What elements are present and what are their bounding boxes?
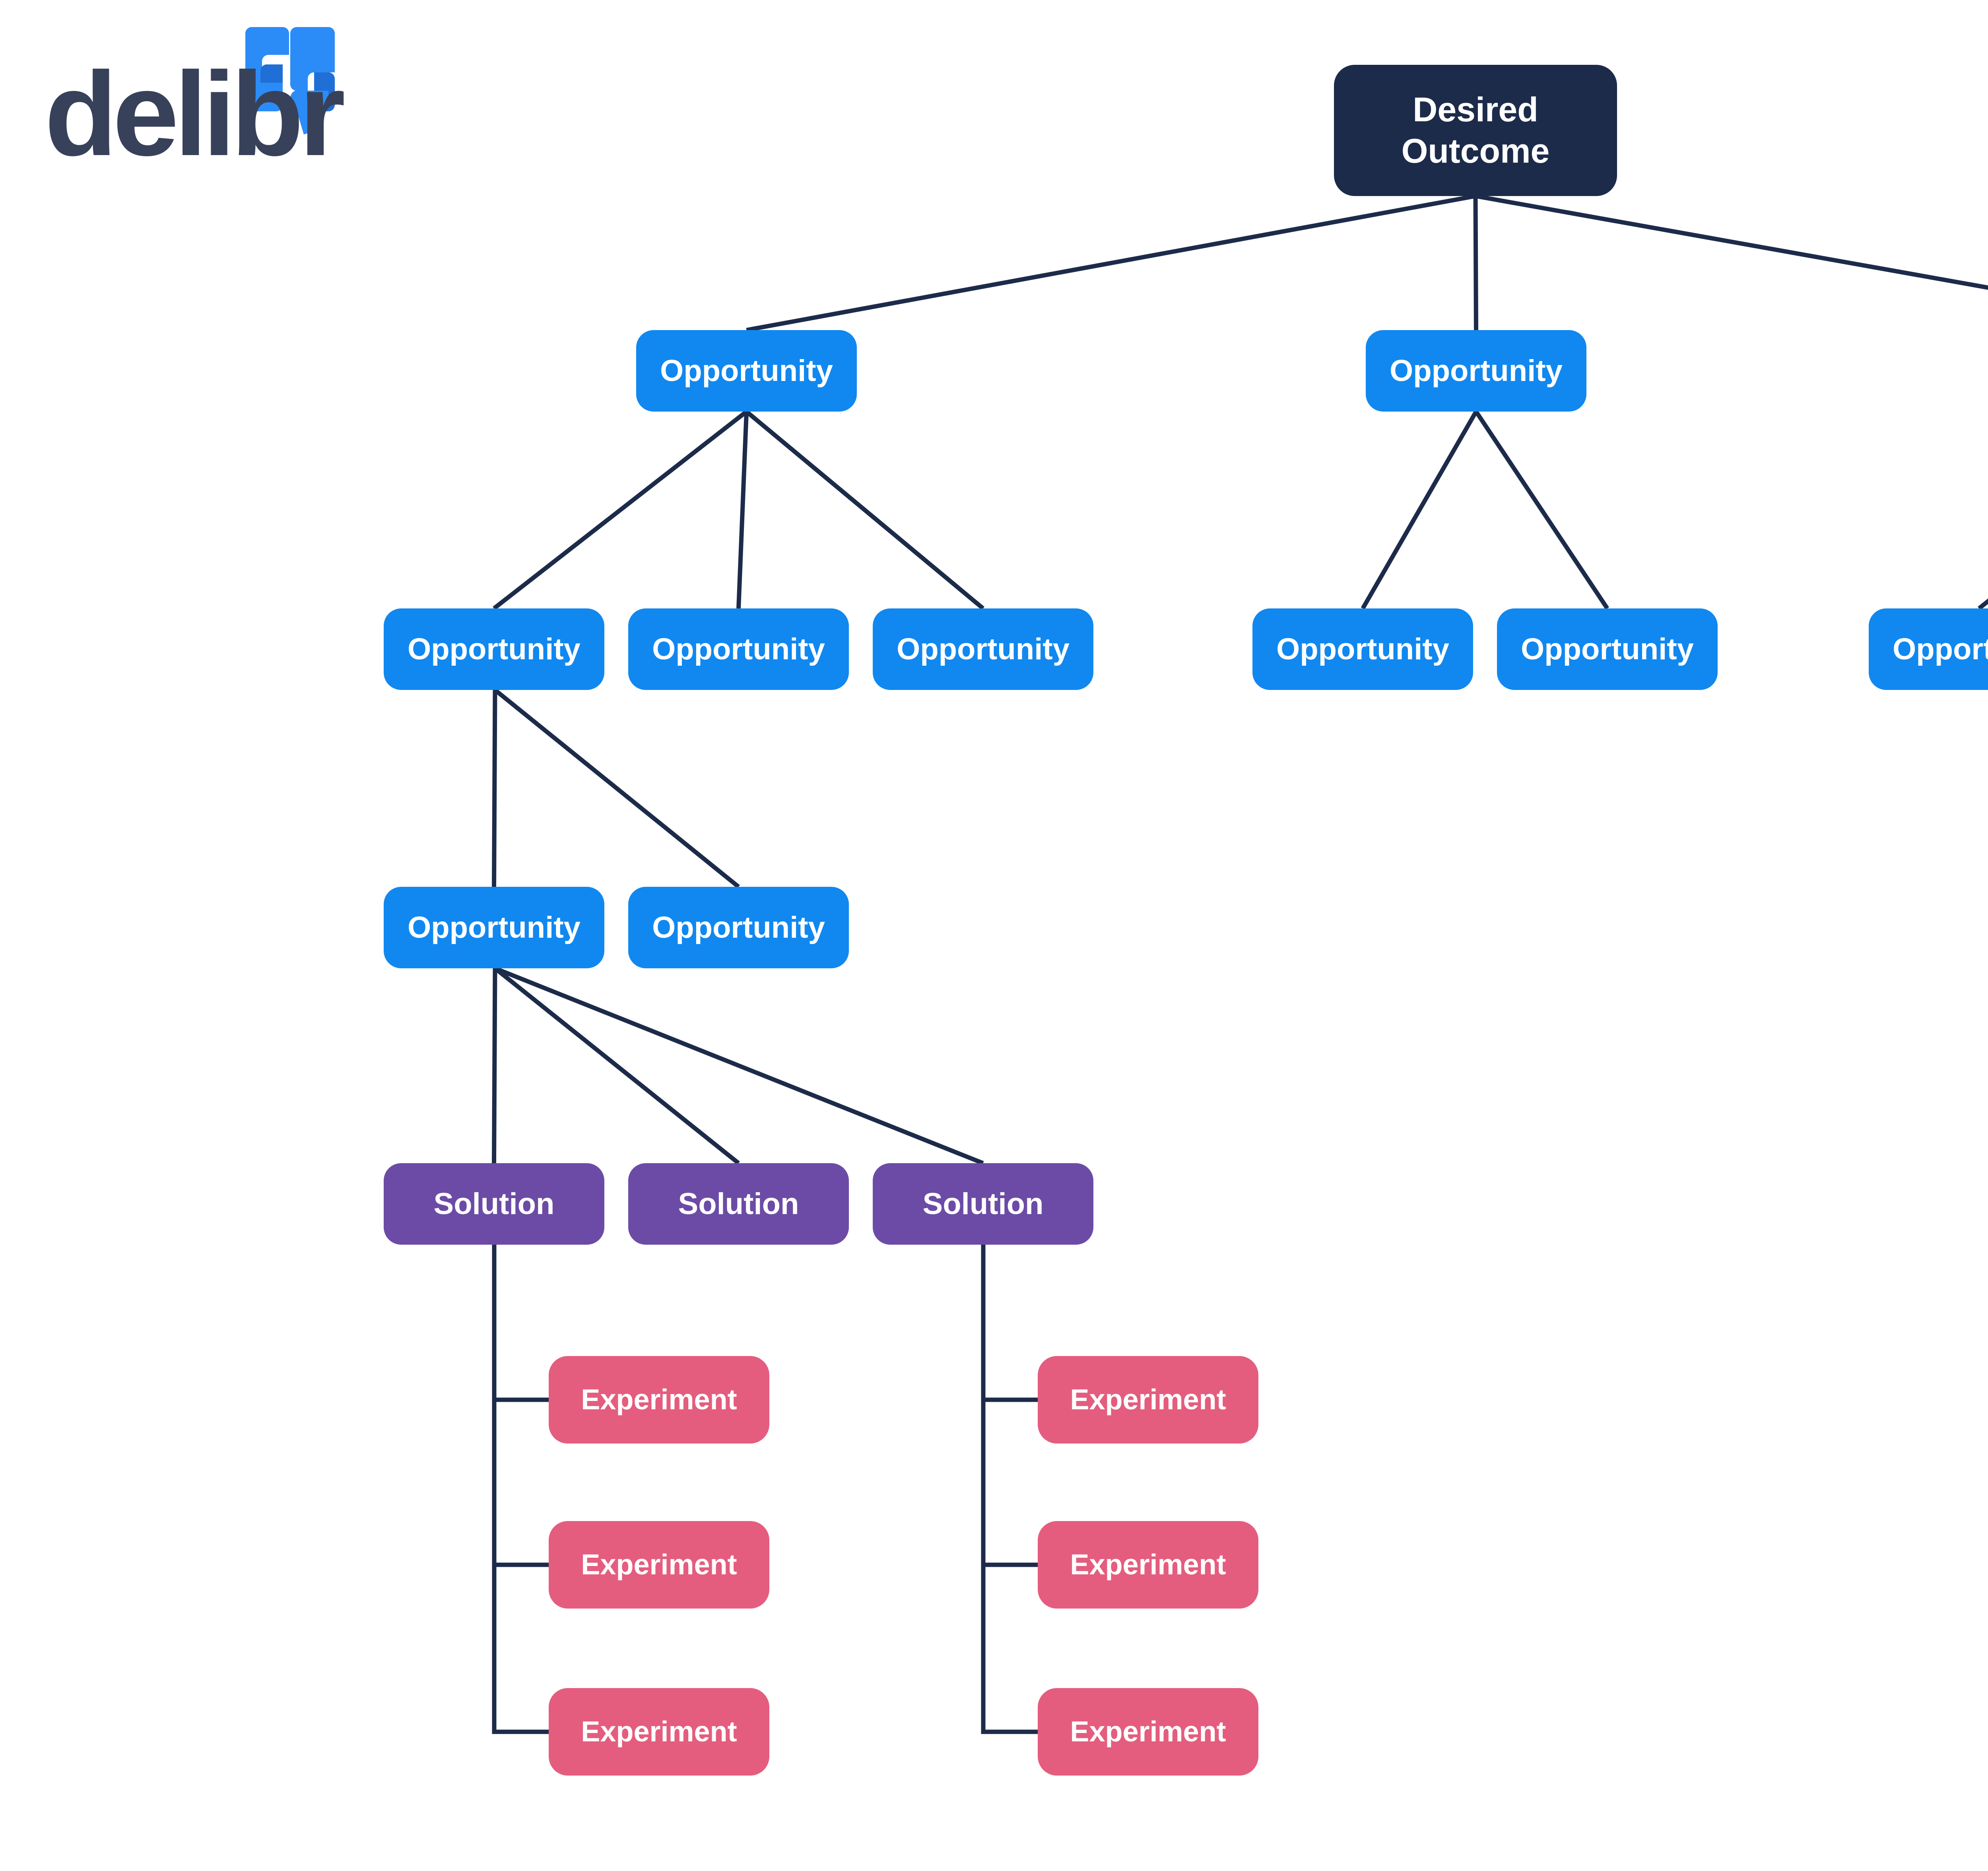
tree-node-experiment[interactable]: Experiment: [549, 1356, 769, 1444]
tree-edge: [493, 410, 748, 610]
node-shape[interactable]: [1038, 1688, 1258, 1776]
tree-node-opportunity[interactable]: Opportunity: [1869, 608, 1988, 690]
node-shape[interactable]: [1334, 65, 1617, 196]
node-shape[interactable]: [636, 330, 857, 412]
node-shape[interactable]: [549, 1356, 769, 1444]
tree-edge: [1474, 410, 1609, 610]
tree-node-opportunity[interactable]: Opportunity: [384, 887, 604, 968]
node-shape[interactable]: [549, 1521, 769, 1609]
tree-edge: [493, 688, 740, 889]
tree-node-experiment[interactable]: Experiment: [549, 1688, 769, 1776]
tree-edge: [981, 1245, 1040, 1567]
tree-node-solution[interactable]: Solution: [384, 1163, 604, 1245]
tree-node-opportunity[interactable]: Opportunity: [628, 887, 849, 968]
node-shape[interactable]: [628, 608, 849, 690]
tree-node-opportunity[interactable]: Opportunity: [1252, 608, 1473, 690]
node-shape[interactable]: [384, 608, 604, 690]
node-shape[interactable]: [1366, 330, 1586, 412]
tree-edge: [1473, 196, 1478, 330]
node-shape[interactable]: [384, 887, 604, 968]
node-shape[interactable]: [1869, 608, 1988, 690]
tree-edge: [981, 1245, 1040, 1402]
tree-edge: [492, 1245, 551, 1567]
tree-edge: [981, 1245, 1040, 1734]
tree-node-opportunity[interactable]: Opportunity: [636, 330, 857, 412]
tree-edge: [1978, 598, 1988, 610]
tree-node-opportunity[interactable]: Opportunity: [628, 608, 849, 690]
node-shape[interactable]: [628, 887, 849, 968]
tree-edge: [492, 1245, 551, 1402]
tree-edge: [492, 690, 497, 887]
tree-node-opportunity[interactable]: Opportunity: [1497, 608, 1718, 690]
node-shape[interactable]: [873, 608, 1093, 690]
tree-node-experiment[interactable]: Experiment: [1038, 1688, 1258, 1776]
tree-edge: [1475, 194, 1988, 290]
node-shape[interactable]: [549, 1688, 769, 1776]
tree-node-opportunity[interactable]: Opportunity: [873, 608, 1093, 690]
node-shape[interactable]: [1038, 1521, 1258, 1609]
tree-edge: [493, 966, 740, 1165]
node-shape[interactable]: [1497, 608, 1718, 690]
node-shape[interactable]: [384, 1163, 604, 1245]
node-shape[interactable]: [1252, 608, 1473, 690]
tree-edge: [745, 410, 985, 610]
tree-node-solution[interactable]: Solution: [873, 1163, 1093, 1245]
tree-edge: [1361, 410, 1478, 610]
brand-logo: delibr: [43, 24, 345, 171]
node-shape[interactable]: [628, 1163, 849, 1245]
tree-node-experiment[interactable]: Experiment: [1038, 1521, 1258, 1609]
tree-connectors: [492, 194, 1988, 1734]
tree-node-opportunity[interactable]: Opportunity: [1366, 330, 1586, 412]
node-shape[interactable]: [873, 1163, 1093, 1245]
tree-node-experiment[interactable]: Experiment: [1038, 1356, 1258, 1444]
tree-edge: [492, 968, 497, 1164]
delibr-bracket-icon: [245, 27, 335, 134]
tree-node-experiment[interactable]: Experiment: [549, 1521, 769, 1609]
tree-edge: [746, 194, 1476, 332]
brand-wordmark: delibr: [45, 47, 344, 171]
tree-edge: [736, 411, 749, 609]
tree-node-opportunity[interactable]: Opportunity: [384, 608, 604, 690]
tree-node-solution[interactable]: Solution: [628, 1163, 849, 1245]
tree-edge: [492, 1245, 551, 1734]
tree-edge: [494, 966, 984, 1166]
node-shape[interactable]: [1038, 1356, 1258, 1444]
